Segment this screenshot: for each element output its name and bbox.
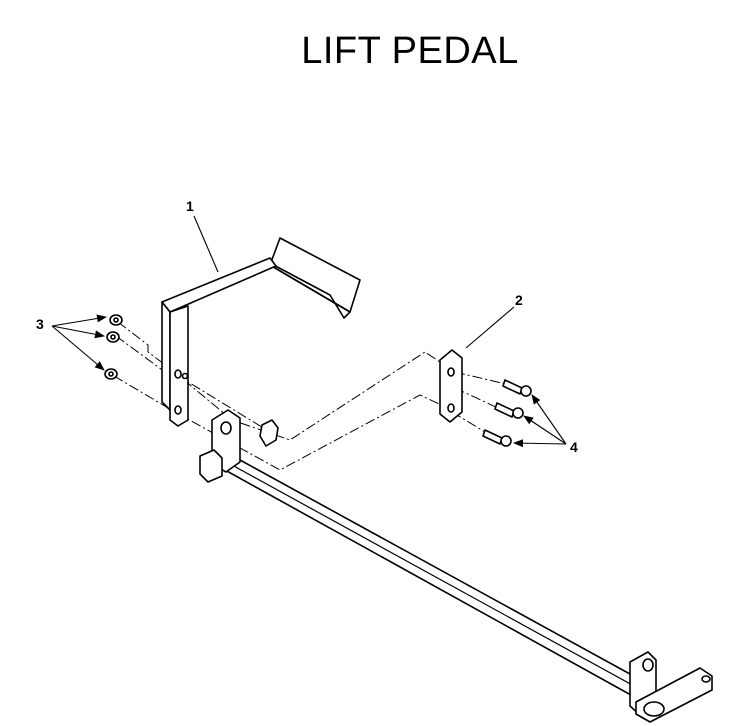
right-end-bracket bbox=[629, 651, 713, 723]
bolt-middle bbox=[494, 402, 524, 419]
nuts bbox=[104, 314, 123, 380]
bolt-bottom bbox=[482, 429, 512, 447]
nut-middle bbox=[106, 331, 120, 343]
callout-3: 3 bbox=[36, 316, 44, 332]
callout-leaders bbox=[51, 215, 567, 448]
callout-1: 1 bbox=[186, 198, 194, 214]
nut-top bbox=[109, 314, 123, 326]
pedal-arm bbox=[161, 237, 361, 427]
cross-shaft bbox=[224, 459, 651, 701]
nut-bottom bbox=[104, 368, 118, 380]
bolts bbox=[482, 379, 532, 447]
callout-2: 2 bbox=[515, 292, 523, 308]
page-title: LIFT PEDAL bbox=[301, 30, 519, 72]
bolt-top bbox=[502, 379, 532, 397]
link-plate bbox=[439, 349, 463, 423]
left-shaft-bracket bbox=[199, 409, 279, 483]
callout-4: 4 bbox=[570, 439, 578, 455]
